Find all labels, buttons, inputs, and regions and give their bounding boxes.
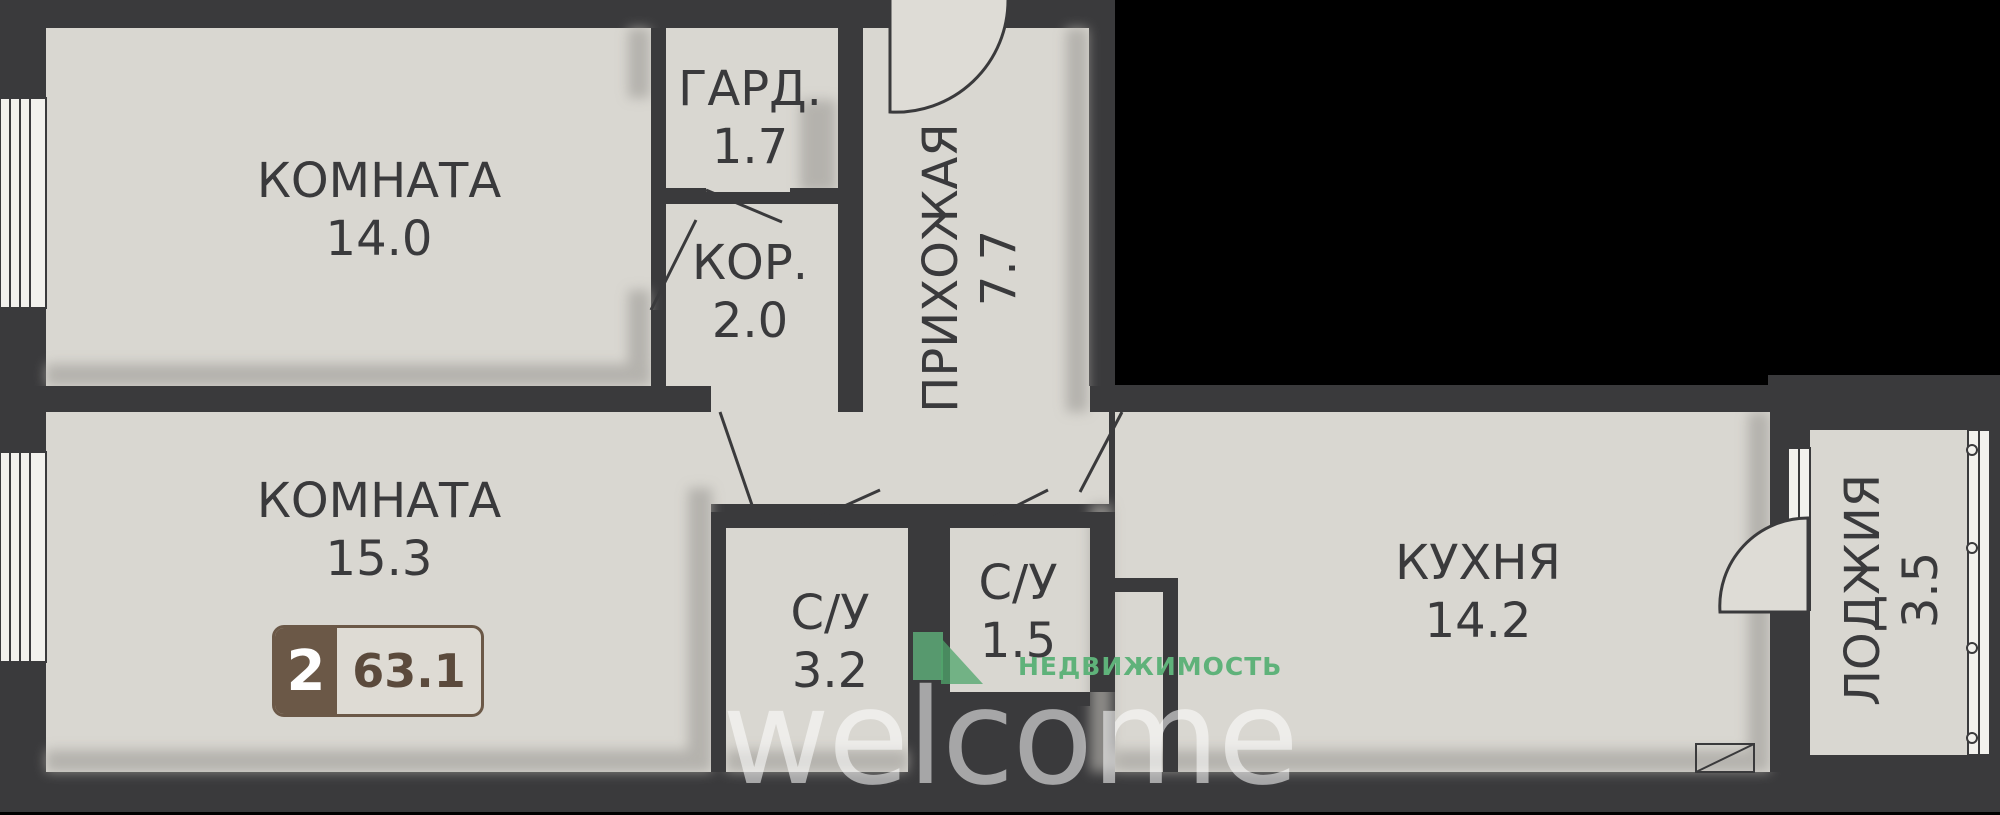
doors xyxy=(649,0,1810,614)
window-room1 xyxy=(0,97,47,309)
corridor-area: 2.0 xyxy=(711,293,789,349)
hallway-name: ПРИХОЖАЯ xyxy=(913,123,969,413)
room2-label: КОМНАТА 15.3 xyxy=(257,472,501,588)
window-room2 xyxy=(0,451,47,663)
hallway-label: ПРИХОЖАЯ 7.7 xyxy=(912,123,1028,413)
room2-name: КОМНАТА xyxy=(256,473,502,529)
corridor-label: КОР. 2.0 xyxy=(692,234,808,350)
entrance-door xyxy=(888,0,1010,114)
bath1-label: С/У 3.2 xyxy=(791,584,870,700)
loggia-floor xyxy=(1810,430,1970,755)
bath2-name: С/У xyxy=(978,555,1058,611)
bath1-area: 3.2 xyxy=(791,643,869,699)
hallway-area: 7.7 xyxy=(971,229,1027,307)
bath2-label: С/У 1.5 xyxy=(979,554,1058,670)
room1-name: КОМНАТА xyxy=(256,153,502,209)
vent-shaft xyxy=(1695,743,1755,773)
loggia-name: ЛОДЖИЯ xyxy=(1835,473,1891,707)
bath1-floor xyxy=(726,528,908,772)
watermark-word: welcome xyxy=(722,661,1299,815)
corridor-floor xyxy=(666,204,838,386)
apartment-summary-badge: 2 63.1 xyxy=(272,625,484,717)
room2-area: 15.3 xyxy=(325,531,433,587)
watermark-logo-icon xyxy=(913,632,983,684)
wardrobe-area: 1.7 xyxy=(711,119,789,175)
loggia-label: ЛОДЖИЯ 3.5 xyxy=(1834,474,1950,706)
bath1-name: С/У xyxy=(790,585,870,641)
kitchen-name: КУХНЯ xyxy=(1395,535,1561,591)
bath2-area: 1.5 xyxy=(979,613,1057,669)
rooms-count: 2 xyxy=(275,628,337,714)
windows xyxy=(0,97,1991,756)
kitchen-area: 14.2 xyxy=(1424,593,1532,649)
hallway-lower-floor xyxy=(711,386,1109,504)
bath2-floor xyxy=(950,528,1090,692)
room1-area: 14.0 xyxy=(325,211,433,267)
kitchen-label: КУХНЯ 14.2 xyxy=(1395,534,1561,650)
wardrobe-name: ГАРД. xyxy=(678,61,822,117)
corridor-name: КОР. xyxy=(691,235,809,291)
loggia-area: 3.5 xyxy=(1893,551,1949,629)
room1-floor xyxy=(46,28,651,386)
watermark-tagline: НЕДВИЖИМОСТЬ xyxy=(1018,652,1283,681)
total-area: 63.1 xyxy=(352,644,466,698)
wardrobe-label: ГАРД. 1.7 xyxy=(678,60,822,176)
loggia-door xyxy=(1718,516,1810,614)
room1-label: КОМНАТА 14.0 xyxy=(257,152,501,268)
kitchen-floor xyxy=(1115,412,1770,772)
loggia-rail-dots xyxy=(1966,444,1978,744)
